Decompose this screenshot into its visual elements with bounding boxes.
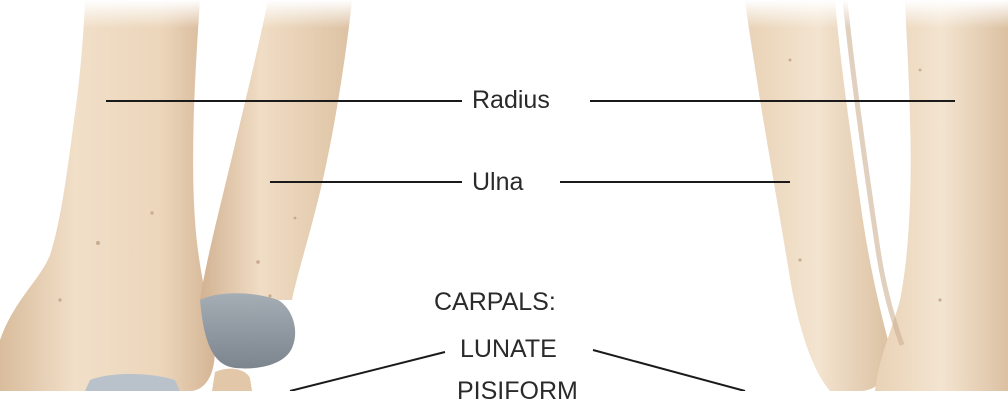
label-lunate: LUNATE <box>460 337 557 362</box>
label-radius: Radius <box>472 88 550 113</box>
left-carpal-hint-2 <box>212 369 252 391</box>
left-radius-bone <box>0 0 215 391</box>
label-ulna: Ulna <box>472 170 523 195</box>
label-carpals-heading: CARPALS: <box>434 290 556 315</box>
lunate-leader-left <box>290 352 445 391</box>
left-ulna-bone <box>200 0 352 300</box>
label-pisiform: PISIFORM <box>457 379 578 404</box>
wrist-bones-diagram: Radius Ulna CARPALS: LUNATE PISIFORM <box>0 0 1008 391</box>
lunate-leader-right <box>593 350 745 391</box>
right-radius-bone <box>875 0 1008 391</box>
